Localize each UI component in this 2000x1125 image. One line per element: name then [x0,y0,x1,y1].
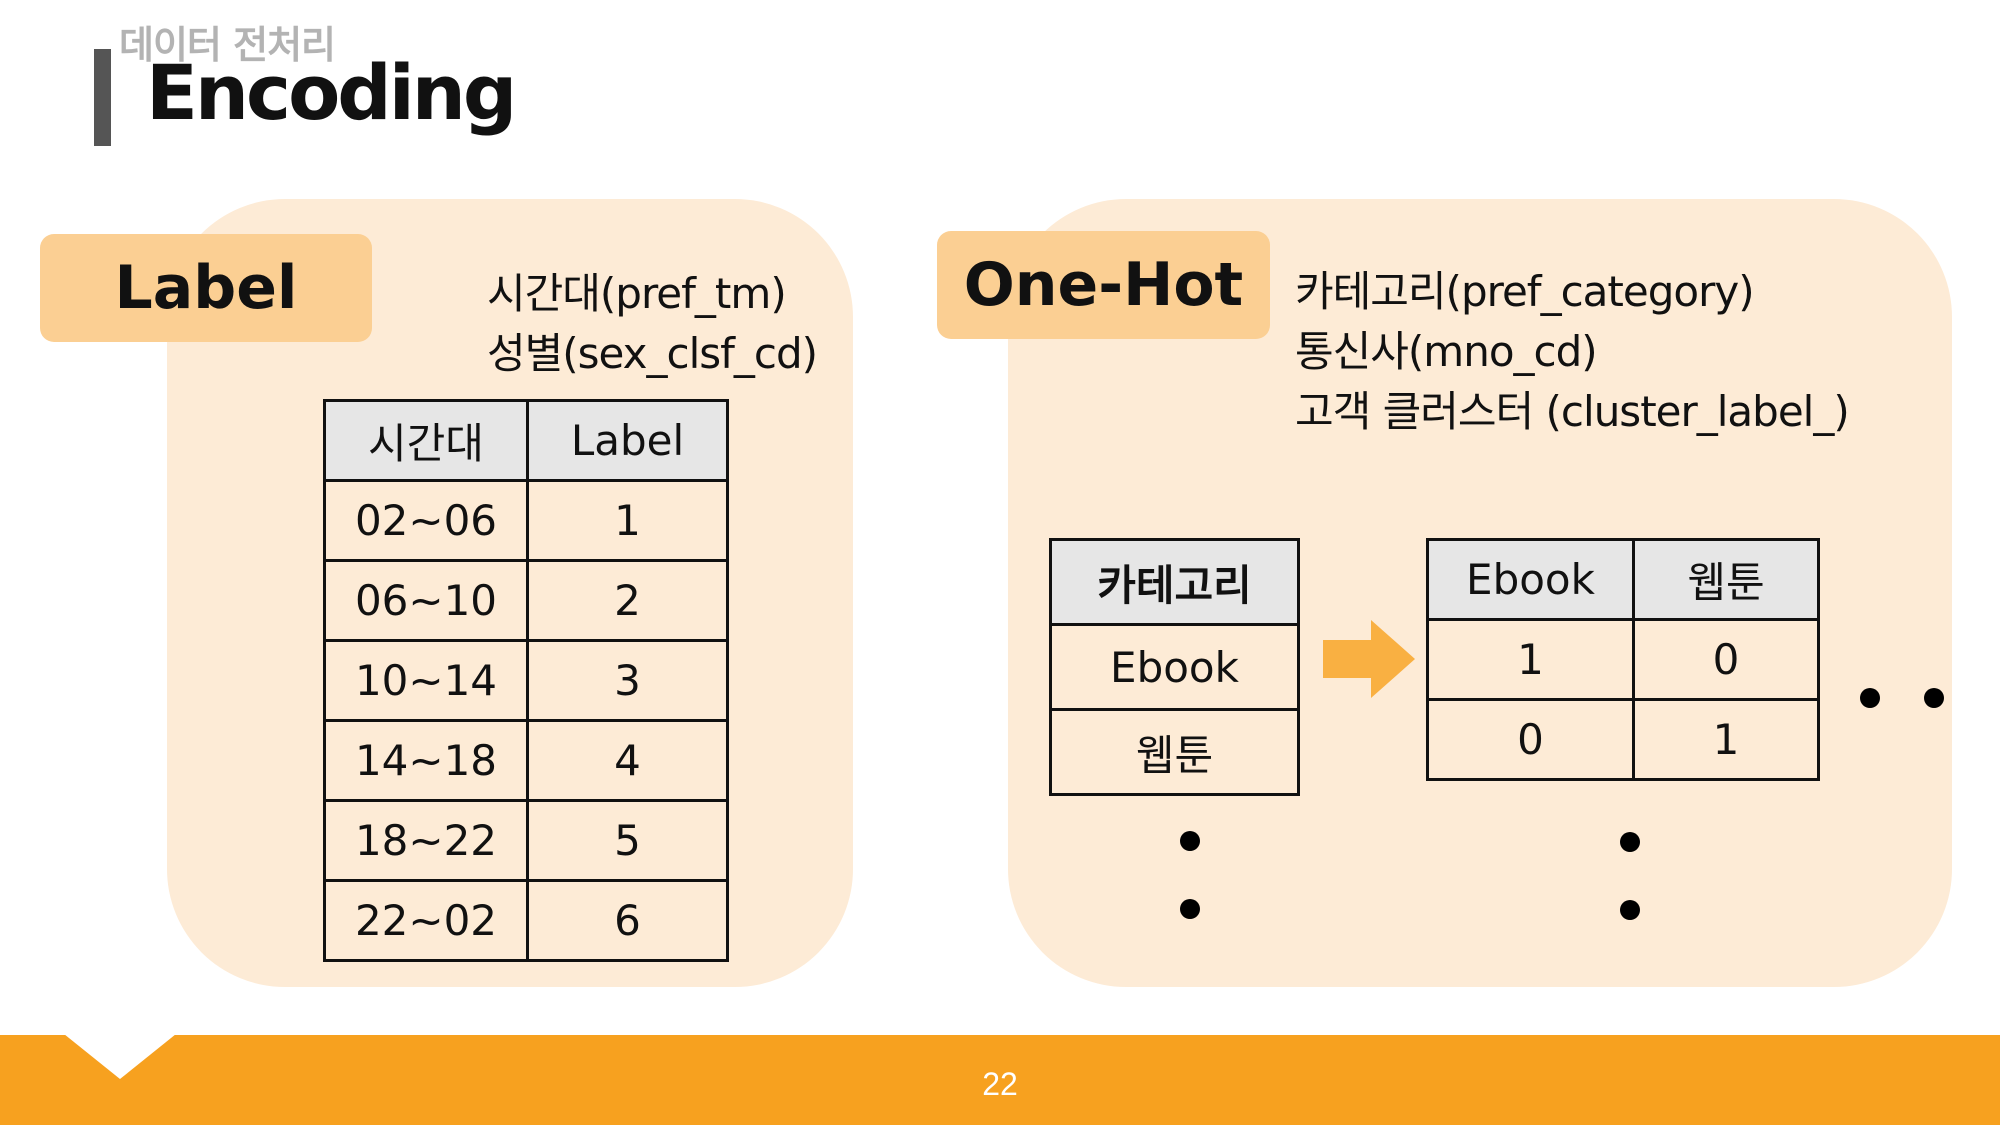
table-row: 06~10 2 [323,559,729,642]
onehot-column-item: 고객 클러스터 (cluster_label_) [1295,387,1850,436]
table-cell: 웹툰 [1049,708,1300,796]
table-cell: 1 [1632,698,1820,781]
ellipsis-dot-icon [1180,899,1200,919]
table-header-cell: 카테고리 [1049,538,1300,626]
table-row: 18~22 5 [323,799,729,882]
label-tag: Label [40,234,372,342]
ellipsis-dot-icon [1860,688,1880,708]
label-column-item: 시간대(pref_tm) [487,269,787,318]
table-row: Ebook [1049,623,1300,711]
onehot-column-item: 카테고리(pref_category) [1295,267,1755,316]
table-cell: 5 [526,799,729,882]
table-header-cell: Ebook [1426,538,1635,621]
table-cell: 1 [526,479,729,562]
table-row: 22~02 6 [323,879,729,962]
table-cell: 1 [1426,618,1635,701]
arrow-right-icon [1323,620,1415,698]
table-header-cell: Label [526,399,729,482]
label-column-item: 성별(sex_clsf_cd) [487,329,818,378]
table-cell: 10~14 [323,639,529,722]
page-number: 22 [982,1066,1018,1102]
table-row: 10~14 3 [323,639,729,722]
table-cell: 02~06 [323,479,529,562]
page-title: Encoding [146,48,517,137]
footer-notch [64,1034,176,1079]
category-source-table: 카테고리 Ebook 웹툰 [1049,538,1300,796]
onehot-tag: One-Hot [937,231,1270,339]
table-row: 02~06 1 [323,479,729,562]
table-cell: 14~18 [323,719,529,802]
label-columns: 시간대(pref_tm) 성별(sex_clsf_cd) [487,264,818,384]
ellipsis-dot-icon [1180,831,1200,851]
onehot-column-item: 통신사(mno_cd) [1295,327,1598,376]
table-header-cell: 시간대 [323,399,529,482]
table-cell: 4 [526,719,729,802]
onehot-result-table: Ebook 웹툰 1 0 0 1 [1426,538,1820,781]
title-accent-bar [94,49,111,146]
table-cell: Ebook [1049,623,1300,711]
table-header-cell: 웹툰 [1632,538,1820,621]
table-row: 0 1 [1426,698,1820,781]
table-cell: 6 [526,879,729,962]
table-cell: 22~02 [323,879,529,962]
ellipsis-dot-icon [1620,900,1640,920]
table-cell: 06~10 [323,559,529,642]
table-cell: 3 [526,639,729,722]
table-row: 웹툰 [1049,708,1300,796]
table-cell: 0 [1426,698,1635,781]
footer-bar [0,1035,2000,1125]
onehot-columns: 카테고리(pref_category) 통신사(mno_cd) 고객 클러스터 … [1295,262,1850,442]
ellipsis-dot-icon [1620,832,1640,852]
ellipsis-dot-icon [1924,688,1944,708]
label-encoding-table: 시간대 Label 02~06 1 06~10 2 10~14 3 14~18 … [323,399,729,962]
table-cell: 0 [1632,618,1820,701]
table-row: 14~18 4 [323,719,729,802]
table-cell: 2 [526,559,729,642]
table-cell: 18~22 [323,799,529,882]
table-row: 1 0 [1426,618,1820,701]
section-subtitle: 데이터 전처리 [119,23,336,67]
